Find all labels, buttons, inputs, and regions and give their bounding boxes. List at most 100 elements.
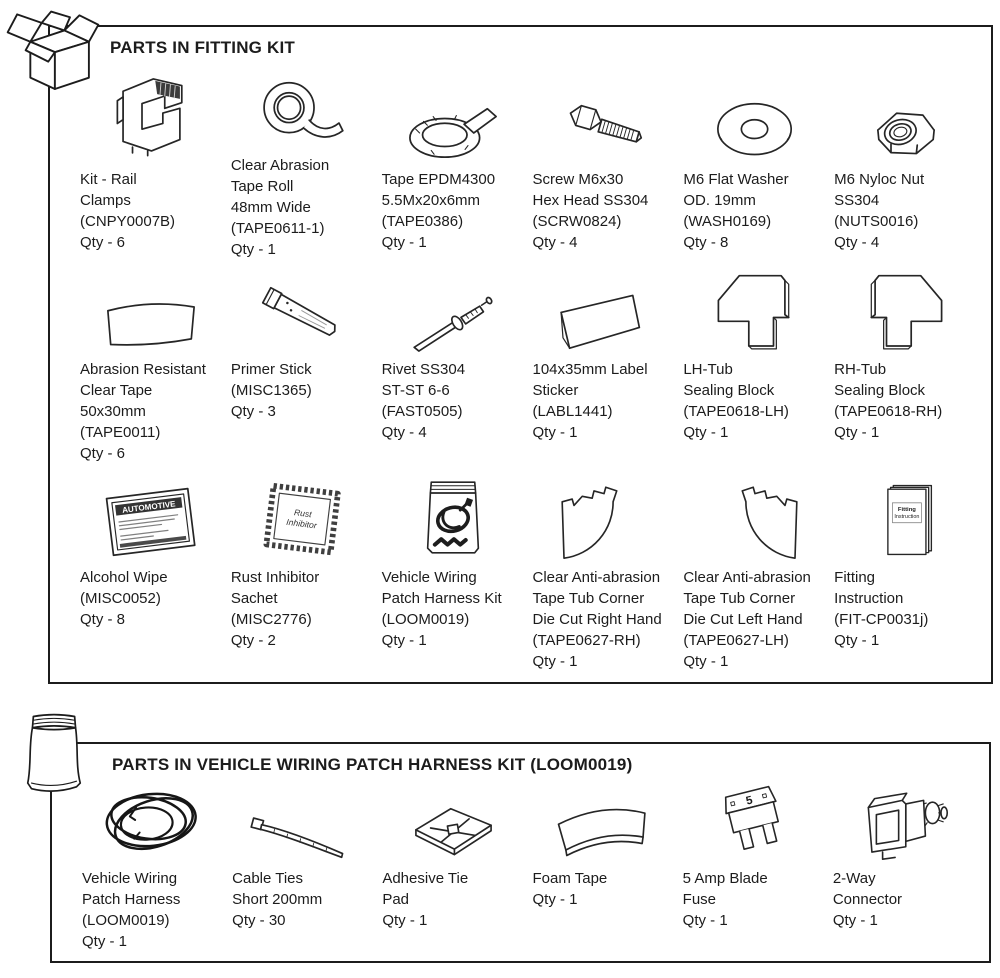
part-item: Cable Ties Short 200mm Qty - 30 (228, 777, 378, 952)
part-qty: Qty - 1 (683, 424, 729, 441)
part-name: Rivet SS304 ST-ST 6-6 (381, 361, 466, 399)
part-item: Rust Inhibitor Rust Inhibitor Sachet (MI… (227, 472, 378, 672)
part-qty: Qty - 1 (532, 891, 578, 908)
part-name: Screw M6x30 Hex Head SS304 (532, 171, 649, 209)
wiring-harness-coil-icon (105, 792, 197, 851)
blade-fuse-icon: 5 (724, 785, 779, 850)
part-qty: Qty - 1 (532, 424, 578, 441)
part-item: Vehicle Wiring Patch Harness (LOOM0019) … (78, 777, 228, 952)
part-name: Clear Anti-abrasion Tape Tub Corner Die … (532, 569, 662, 628)
part-code: (TAPE0627-LH) (683, 632, 789, 649)
flat-washer-icon (716, 102, 792, 156)
part-item: 5 5 Amp Blade Fuse Qty - 1 (679, 777, 829, 952)
part-qty: Qty - 1 (82, 933, 128, 950)
part-code: (WASH0169) (683, 213, 772, 230)
part-item: Foam Tape Qty - 1 (529, 777, 679, 952)
harness-kit-title: PARTS IN VEHICLE WIRING PATCH HARNESS KI… (112, 755, 633, 774)
part-name: Abrasion Resistant Clear Tape 50x30mm (80, 361, 206, 420)
open-cardboard-box-icon (2, 2, 104, 113)
clear-tape-sheet-icon (107, 303, 196, 346)
epdm-tape-coil-icon (409, 107, 497, 159)
part-code: (TAPE0386) (381, 213, 464, 230)
part-name: 2-Way Connector (832, 870, 903, 908)
part-qty: Qty - 4 (381, 424, 427, 441)
part-name: 5 Amp Blade Fuse (682, 870, 768, 908)
part-qty: Qty - 1 (382, 912, 428, 929)
rh-sealing-block-icon (870, 274, 943, 350)
part-qty: Qty - 6 (80, 234, 126, 251)
part-name: M6 Flat Washer OD. 19mm (683, 171, 789, 209)
part-item: Adhesive Tie Pad Qty - 1 (378, 777, 528, 952)
part-item: Clear Anti-abrasion Tape Tub Corner Die … (679, 472, 830, 672)
part-code: (LOOM0019) (82, 912, 170, 929)
part-item: Abrasion Resistant Clear Tape 50x30mm (T… (76, 260, 227, 472)
cable-tie-icon (250, 817, 344, 859)
part-qty: Qty - 4 (834, 234, 880, 251)
sachet-text-line2: Inhibitor (286, 517, 319, 531)
alcohol-wipe-icon: AUTOMOTIVE (106, 487, 196, 557)
part-label: Clear Abrasion Tape Roll 48mm Wide (TAPE… (231, 155, 374, 260)
fitting-parts-grid: Kit - Rail Clamps (CNPY0007B) Qty - 6 Cl… (76, 60, 981, 672)
two-way-connector-icon (867, 792, 948, 861)
booklet-text-line2: Instruction (894, 514, 919, 520)
part-qty: Qty - 1 (532, 653, 578, 670)
part-name: Clear Abrasion Tape Roll 48mm Wide (230, 157, 330, 216)
part-item: Clear Abrasion Tape Roll 48mm Wide (TAPE… (227, 60, 378, 260)
label-sticker-icon (560, 294, 641, 350)
part-name: Foam Tape (532, 870, 608, 887)
part-qty: Qty - 1 (381, 234, 427, 251)
part-name: Alcohol Wipe (80, 569, 168, 586)
part-label: 5 Amp Blade Fuse Qty - 1 (683, 868, 825, 931)
adhesive-tie-pad-icon (414, 807, 492, 856)
part-name: Fitting Instruction (834, 569, 904, 607)
part-item: 2-Way Connector Qty - 1 (829, 777, 979, 952)
harness-parts-grid: Vehicle Wiring Patch Harness (LOOM0019) … (78, 777, 979, 952)
part-item: Kit - Rail Clamps (CNPY0007B) Qty - 6 (76, 60, 227, 260)
part-label: Kit - Rail Clamps (CNPY0007B) Qty - 6 (80, 169, 223, 253)
harness-kit-panel: PARTS IN VEHICLE WIRING PATCH HARNESS KI… (50, 742, 991, 963)
part-name: 104x35mm Label Sticker (532, 361, 648, 399)
part-name: Clear Anti-abrasion Tape Tub Corner Die … (683, 569, 811, 628)
part-qty: Qty - 6 (80, 445, 126, 462)
harness-kit-bag-icon (426, 481, 480, 554)
part-label: M6 Nyloc Nut SS304 (NUTS0016) Qty - 4 (834, 169, 977, 253)
part-code: (TAPE0618-RH) (834, 403, 943, 420)
plastic-bag-icon (24, 708, 84, 805)
part-item: M6 Flat Washer OD. 19mm (WASH0169) Qty -… (679, 60, 830, 260)
part-name: RH-Tub Sealing Block (834, 361, 926, 399)
hex-screw-icon (569, 104, 643, 143)
part-label: Tape EPDM4300 5.5Mx20x6mm (TAPE0386) Qty… (382, 169, 525, 253)
foam-tape-icon (557, 808, 646, 857)
part-label: LH-Tub Sealing Block (TAPE0618-LH) Qty -… (683, 359, 826, 443)
part-code: (MISC1365) (230, 382, 312, 399)
part-label: Alcohol Wipe (MISC0052) Qty - 8 (80, 567, 223, 630)
part-qty: Qty - 2 (230, 632, 276, 649)
fuse-amp-text: 5 (745, 794, 755, 807)
booklet-text-line1: Fitting (897, 507, 915, 513)
part-name: Primer Stick (230, 361, 312, 378)
part-name: Kit - Rail Clamps (80, 171, 137, 209)
part-label: Adhesive Tie Pad Qty - 1 (382, 868, 524, 931)
part-item: RH-Tub Sealing Block (TAPE0618-RH) Qty -… (830, 260, 981, 472)
primer-stick-icon (262, 286, 336, 336)
part-label: Rivet SS304 ST-ST 6-6 (FAST0505) Qty - 4 (382, 359, 525, 443)
part-item: M6 Nyloc Nut SS304 (NUTS0016) Qty - 4 (830, 60, 981, 260)
rust-inhibitor-sachet-icon: Rust Inhibitor (263, 482, 341, 556)
part-label: Primer Stick (MISC1365) Qty - 3 (231, 359, 374, 422)
part-item: Primer Stick (MISC1365) Qty - 3 (227, 260, 378, 472)
part-qty: Qty - 1 (834, 424, 880, 441)
part-code: (FIT-CP0031j) (834, 611, 929, 628)
part-label: Rust Inhibitor Sachet (MISC2776) Qty - 2 (231, 567, 374, 651)
part-item: LH-Tub Sealing Block (TAPE0618-LH) Qty -… (679, 260, 830, 472)
part-code: (MISC2776) (230, 611, 312, 628)
part-qty: Qty - 30 (232, 912, 286, 929)
fitting-kit-title: PARTS IN FITTING KIT (110, 38, 296, 57)
part-name: Rust Inhibitor Sachet (230, 569, 320, 607)
part-qty: Qty - 1 (683, 653, 729, 670)
corner-tape-lh-icon (741, 486, 798, 559)
part-qty: Qty - 8 (683, 234, 729, 251)
part-item: 104x35mm Label Sticker (LABL1441) Qty - … (528, 260, 679, 472)
lh-sealing-block-icon (717, 274, 790, 350)
part-qty: Qty - 1 (381, 632, 427, 649)
